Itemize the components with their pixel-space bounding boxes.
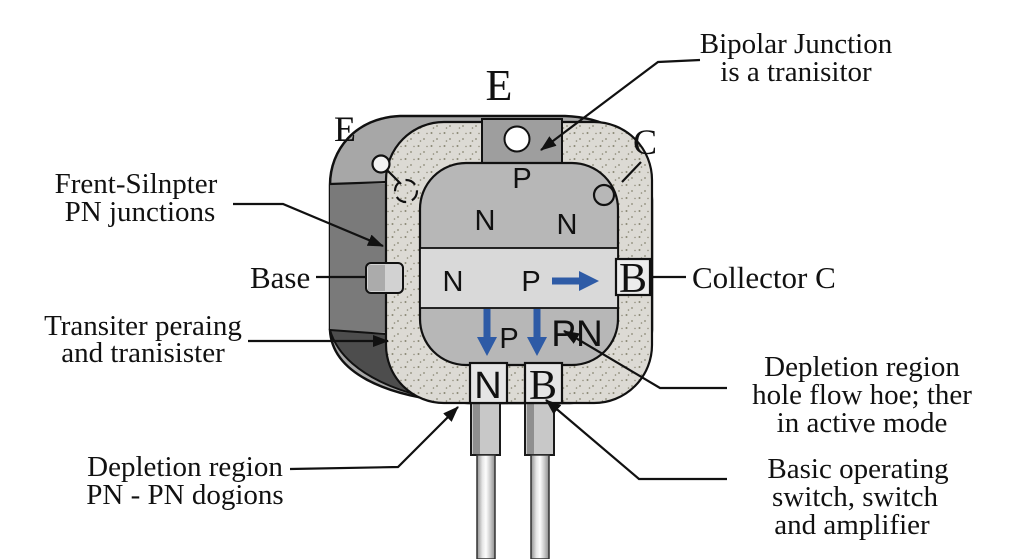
svg-text:in active mode: in active mode xyxy=(777,407,948,439)
terminal-c-top: C xyxy=(633,122,657,162)
collector-b-label: B xyxy=(619,256,647,302)
region-p-top: P xyxy=(512,163,531,195)
leader-basic-operating xyxy=(545,399,727,481)
svg-text:hole flow hoe; ther: hole flow hoe; ther xyxy=(752,379,972,411)
label-bipolar-junction: Bipolar Junction is a tranisitor xyxy=(700,28,893,88)
label-base: Base xyxy=(250,260,310,295)
svg-text:and amplifier: and amplifier xyxy=(774,509,930,541)
region-n-mid: N xyxy=(443,266,464,298)
svg-text:is a tranisitor: is a tranisitor xyxy=(720,56,872,88)
svg-text:Frent-Silnpter: Frent-Silnpter xyxy=(55,168,218,200)
svg-text:and tranisister: and tranisister xyxy=(61,337,225,369)
region-n-upper-left: N xyxy=(475,205,496,237)
leader-depletion-left xyxy=(289,406,459,471)
emitter-leg xyxy=(470,402,501,559)
leader-depletion-right xyxy=(563,330,727,390)
region-pn-lower: PN xyxy=(551,313,602,354)
bottom-n-label: N xyxy=(474,365,501,407)
c-tick-line xyxy=(621,161,642,183)
label-collector: Collector C xyxy=(692,260,836,295)
side-face-top-edge xyxy=(329,180,388,186)
pin-screw-left xyxy=(371,154,419,204)
region-p-mid: P xyxy=(521,266,540,298)
svg-text:switch, switch: switch, switch xyxy=(772,481,938,513)
svg-text:PN - PN dogions: PN - PN dogions xyxy=(86,479,283,511)
tab-hole xyxy=(503,125,531,153)
hole-flow-arrow-right xyxy=(552,271,599,291)
base-contact-box xyxy=(365,262,404,294)
bottom-b-label: B xyxy=(529,363,557,409)
label-front-silnpter: Frent-Silnpter PN junctions xyxy=(55,168,218,228)
collector-b-box xyxy=(614,257,652,297)
svg-text:PN junctions: PN junctions xyxy=(65,196,216,228)
svg-text:Depletion region: Depletion region xyxy=(764,351,960,383)
hole-flow-arrow-down-right xyxy=(527,309,547,356)
label-transiter: Transiter peraing and tranisister xyxy=(44,310,242,369)
region-p-lower: P xyxy=(499,323,518,355)
bottom-n-box xyxy=(468,361,509,405)
region-n-upper-right: N xyxy=(557,209,578,241)
terminal-e-top: E xyxy=(486,61,513,110)
side-face-dark xyxy=(330,184,387,332)
base-leg xyxy=(524,402,555,559)
terminal-e-left: E xyxy=(334,109,356,149)
svg-text:Depletion region: Depletion region xyxy=(87,451,283,483)
label-basic-operating: Basic operating switch, switch and ampli… xyxy=(767,453,948,541)
leader-bipolar-junction xyxy=(540,58,701,151)
pin-hole-right xyxy=(592,183,616,207)
svg-text:Bipolar Junction: Bipolar Junction xyxy=(700,28,893,60)
label-depletion-left: Depletion region PN - PN dogions xyxy=(86,451,283,511)
leader-front-silnpter xyxy=(233,202,384,248)
label-depletion-right: Depletion region hole flow hoe; ther in … xyxy=(752,351,972,439)
bottom-b-box xyxy=(523,361,564,405)
hole-flow-arrow-down-left xyxy=(477,309,497,356)
svg-text:Transiter peraing: Transiter peraing xyxy=(44,310,242,342)
svg-text:Basic operating: Basic operating xyxy=(767,453,948,485)
